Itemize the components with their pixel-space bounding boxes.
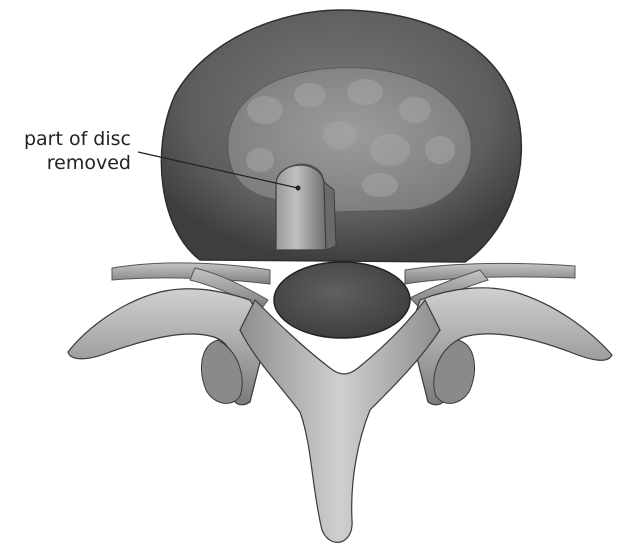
nerve-left [112, 263, 270, 284]
nerve-right [405, 263, 575, 284]
callout-label-line2: removed [0, 151, 131, 175]
callout-label-line1: part of disc [0, 127, 131, 151]
callout-label: part of disc removed [0, 127, 131, 175]
disc [161, 10, 521, 262]
removed-disc-part [276, 165, 326, 250]
callout-leader-dot [296, 186, 301, 191]
spinal-canal [274, 262, 410, 338]
removed-disc-part-side [324, 182, 336, 250]
